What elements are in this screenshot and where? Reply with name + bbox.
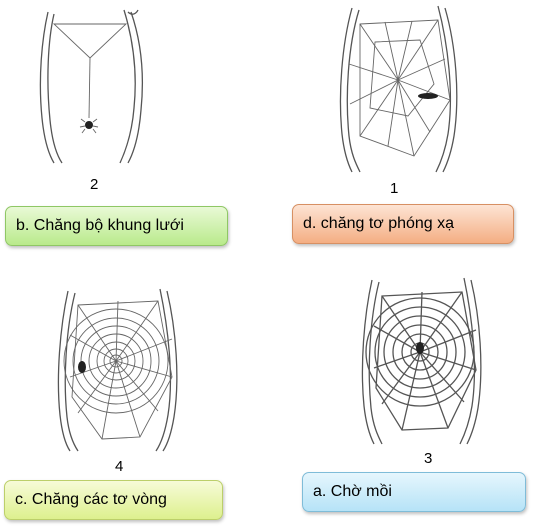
spider-icon — [78, 361, 86, 373]
spider-icon — [416, 342, 424, 354]
panel-number-4: 4 — [115, 458, 124, 475]
label-wait-prey: a. Chờ mồi — [302, 472, 526, 512]
web-illustration-spiral — [57, 288, 178, 452]
web-illustration-frame — [39, 9, 144, 164]
panel-number-1: 1 — [390, 180, 399, 197]
spider-icon — [85, 121, 93, 129]
panel-number-3: 3 — [424, 450, 433, 467]
spider-icon — [418, 93, 438, 99]
web-illustration-radial — [339, 5, 458, 173]
label-spiral-threads: c. Chăng các tơ vòng — [4, 480, 223, 520]
web-illustration-waiting — [361, 277, 482, 445]
label-radial-threads: d. chăng tơ phóng xạ — [292, 204, 514, 244]
panel-number-2: 2 — [90, 176, 99, 193]
label-build-frame: b. Chăng bộ khung lưới — [5, 206, 228, 246]
